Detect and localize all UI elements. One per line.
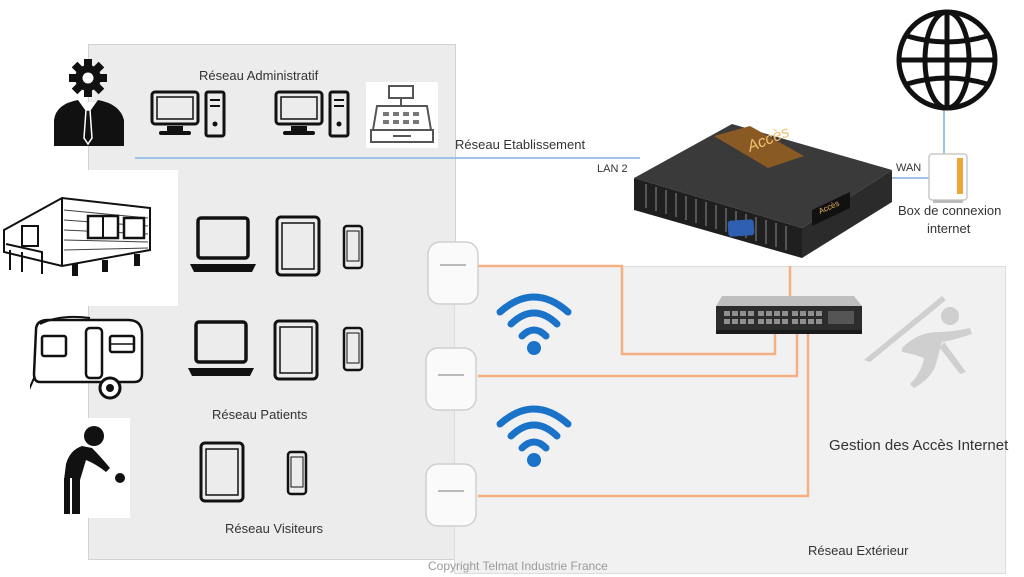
mobile-home-icon — [3, 196, 151, 276]
caravan-icon — [30, 315, 144, 400]
petanque-player-icon — [64, 426, 125, 514]
tablet-icon — [275, 215, 321, 277]
phone-icon — [286, 450, 308, 496]
internet-box-icon — [928, 153, 968, 203]
laptop-icon — [190, 216, 256, 272]
desktop-computer-icon — [274, 90, 350, 138]
globe-icon — [896, 9, 998, 111]
cash-register-icon — [370, 85, 434, 143]
patients-network-label: Réseau Patients — [212, 407, 308, 422]
copyright-text: Copyright Telmat Industrie France — [428, 559, 608, 573]
ap1-cable — [478, 264, 777, 356]
wifi-icon — [496, 293, 572, 355]
external-network-label: Réseau Extérieur — [808, 543, 909, 558]
wan-label: WAN — [896, 162, 922, 174]
access-point-icon — [425, 463, 477, 527]
lan2-label: LAN 2 — [597, 163, 628, 175]
access-point-icon — [427, 241, 479, 305]
wifi-icon — [496, 405, 572, 467]
admin-user-gear-icon — [54, 59, 124, 146]
telmat-runner-logo-icon — [864, 296, 972, 388]
access-point-icon — [425, 347, 477, 411]
internet-management-label: Gestion des Accès Internet — [829, 437, 1009, 454]
ap3-cable — [478, 332, 810, 498]
phone-icon — [342, 326, 364, 372]
phone-icon — [342, 224, 364, 270]
tablet-icon — [199, 441, 245, 503]
establishment-network-label: Réseau Etablissement — [455, 137, 586, 152]
admin-network-label: Réseau Administratif — [199, 68, 319, 83]
acces-router-icon: Accès Accès — [634, 124, 892, 258]
box-label-line1: Box de connexion — [898, 203, 1002, 218]
visitors-network-label: Réseau Visiteurs — [225, 521, 324, 536]
network-switch-icon — [716, 296, 862, 334]
ap2-cable — [478, 332, 799, 378]
desktop-computer-icon — [150, 90, 226, 138]
laptop-icon — [188, 320, 254, 376]
tablet-icon — [273, 319, 319, 381]
box-label-line2: internet — [927, 221, 971, 236]
